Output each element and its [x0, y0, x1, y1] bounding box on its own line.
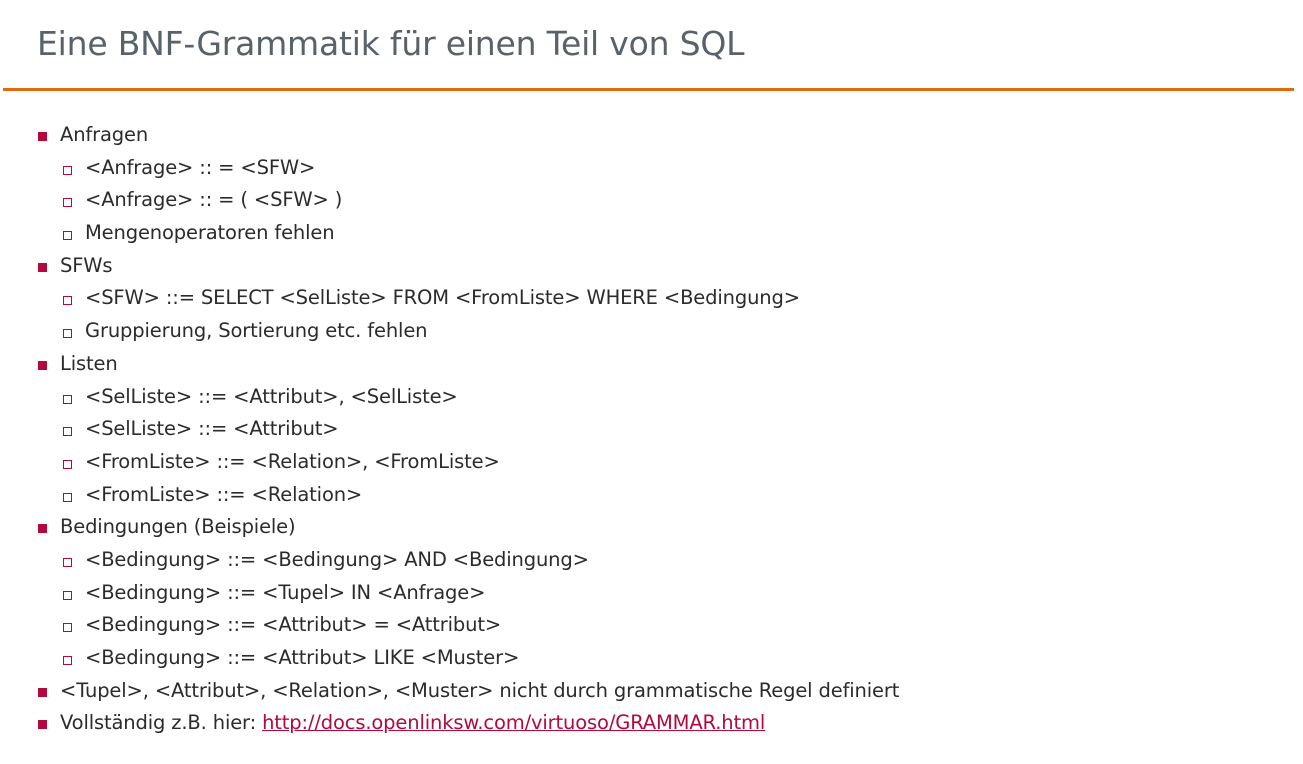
filled-square-bullet-icon — [38, 687, 47, 697]
bullet-item: SFWs — [0, 250, 1303, 283]
filled-square-bullet-icon — [38, 132, 47, 141]
title-divider — [3, 88, 1294, 91]
hollow-square-bullet-icon — [63, 231, 72, 241]
bullet-text: <Bedingung> ::= <Attribut> LIKE <Muster> — [85, 646, 520, 669]
bullet-text: SFWs — [60, 253, 113, 277]
sub-bullet-item: <SelListe> ::= <Attribut> — [0, 413, 1303, 446]
bullet-list: Anfragen<Anfrage> :: = <SFW><Anfrage> ::… — [0, 119, 1303, 740]
bullet-text: Bedingungen (Beispiele) — [60, 515, 296, 539]
bullet-item: Vollständig z.B. hier: http://docs.openl… — [0, 707, 1303, 740]
bullet-text: <FromListe> ::= <Relation> — [85, 482, 363, 506]
hollow-square-bullet-icon — [63, 656, 72, 665]
sub-bullet-item: Mengenoperatoren fehlen — [0, 217, 1303, 250]
sub-bullet-item: <Anfrage> :: = ( <SFW> ) — [0, 184, 1303, 217]
hollow-square-bullet-icon — [63, 492, 72, 502]
sub-bullet-item: <Anfrage> :: = <SFW> — [0, 152, 1303, 185]
sub-bullet-item: <Bedingung> ::= <Attribut> LIKE <Muster> — [0, 642, 1303, 675]
bullet-item: Listen — [0, 348, 1303, 381]
hollow-square-bullet-icon — [63, 557, 72, 567]
bullet-text: <Bedingung> ::= <Tupel> IN <Anfrage> — [85, 580, 486, 604]
bullet-text: Vollständig z.B. hier: — [60, 711, 263, 735]
hollow-square-bullet-icon — [63, 329, 72, 339]
bullet-text: <Tupel>, <Attribut>, <Relation>, <Muster… — [60, 678, 900, 702]
sub-bullet-item: <FromListe> ::= <Relation> — [0, 479, 1303, 512]
slide-title: Eine BNF-Grammatik für einen Teil von SQ… — [37, 24, 745, 63]
filled-square-bullet-icon — [38, 360, 47, 370]
sub-bullet-item: <SelListe> ::= <Attribut>, <SelListe> — [0, 381, 1303, 414]
hollow-square-bullet-icon — [63, 394, 72, 404]
bullet-text: Anfragen — [60, 123, 149, 146]
bullet-text: <SelListe> ::= <Attribut>, <SelListe> — [85, 384, 458, 408]
hollow-square-bullet-icon — [63, 296, 72, 306]
sub-bullet-item: <Bedingung> ::= <Bedingung> AND <Bedingu… — [0, 544, 1303, 577]
hollow-square-bullet-icon — [63, 459, 72, 469]
hollow-square-bullet-icon — [63, 198, 72, 208]
bullet-text: <SelListe> ::= <Attribut> — [85, 417, 339, 441]
bullet-text: Listen — [60, 351, 118, 375]
bullet-text: Mengenoperatoren fehlen — [85, 221, 335, 245]
filled-square-bullet-icon — [38, 524, 47, 534]
bullet-item: Bedingungen (Beispiele) — [0, 511, 1303, 544]
bullet-text: <FromListe> ::= <Relation>, <FromListe> — [85, 449, 500, 473]
sub-bullet-item: <FromListe> ::= <Relation>, <FromListe> — [0, 446, 1303, 479]
sub-bullet-item: <SFW> ::= SELECT <SelListe> FROM <FromLi… — [0, 282, 1303, 315]
bullet-item: Anfragen — [0, 119, 1303, 152]
bullet-text: <SFW> ::= SELECT <SelListe> FROM <FromLi… — [85, 286, 800, 310]
sub-bullet-item: Gruppierung, Sortierung etc. fehlen — [0, 315, 1303, 348]
bullet-text: <Anfrage> :: = <SFW> — [85, 155, 316, 179]
filled-square-bullet-icon — [38, 720, 47, 730]
bullet-item: <Tupel>, <Attribut>, <Relation>, <Muster… — [0, 675, 1303, 708]
sub-bullet-item: <Bedingung> ::= <Attribut> = <Attribut> — [0, 609, 1303, 642]
hollow-square-bullet-icon — [63, 427, 72, 437]
bullet-text: Gruppierung, Sortierung etc. fehlen — [85, 319, 428, 343]
grammar-link[interactable]: http://docs.openlinksw.com/virtuoso/GRAM… — [262, 711, 766, 735]
sub-bullet-item: <Bedingung> ::= <Tupel> IN <Anfrage> — [0, 577, 1303, 610]
hollow-square-bullet-icon — [63, 623, 72, 633]
bullet-text: <Bedingung> ::= <Bedingung> AND <Bedingu… — [85, 547, 589, 571]
hollow-square-bullet-icon — [63, 590, 72, 600]
bullet-text: <Bedingung> ::= <Attribut> = <Attribut> — [85, 613, 502, 637]
filled-square-bullet-icon — [38, 262, 47, 272]
bullet-text: <Anfrage> :: = ( <SFW> ) — [85, 188, 343, 212]
hollow-square-bullet-icon — [63, 165, 72, 175]
